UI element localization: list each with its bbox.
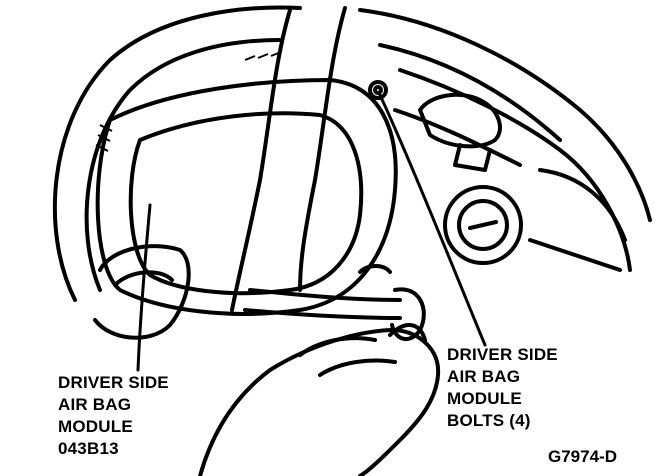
bolt-hole-top: [368, 80, 388, 100]
wheel-rim-top-right-inner: [378, 43, 562, 142]
ignition-key-slot: [468, 220, 498, 230]
figure-id: G7974-D: [548, 447, 617, 466]
wrench-shaft-2: [243, 308, 402, 320]
column-shroud-2: [393, 108, 522, 167]
leader-module: [136, 203, 152, 372]
airbag-module-label-line1: DRIVER SIDE: [58, 373, 169, 392]
wrench-shaft: [248, 288, 402, 302]
airbag-module-label: DRIVER SIDE AIR BAG MODULE 043B13: [58, 372, 169, 460]
dash-line-right-1: [538, 168, 627, 242]
hand-finger-2: [318, 358, 397, 377]
airbag-bolts-label-line4: BOLTS (4): [447, 411, 531, 430]
airbag-module-inner: [128, 111, 364, 296]
ignition-inner: [457, 199, 509, 251]
airbag-module-label-line2: AIR BAG: [58, 395, 132, 414]
stalk-lever: [418, 92, 502, 149]
bolt-hole-lower: [358, 264, 392, 274]
wheel-rim-outer: [52, 5, 302, 302]
wheel-spoke-upper: [230, 8, 292, 312]
hub-lower-left: [93, 244, 191, 340]
hand-finger-1: [298, 336, 377, 357]
hand-thumb: [388, 323, 427, 342]
leader-bolts: [378, 93, 487, 347]
airbag-bolts-label: DRIVER SIDE AIR BAG MODULE BOLTS (4): [447, 344, 558, 432]
airbag-module-outline: [95, 78, 398, 316]
ignition-outer: [443, 185, 523, 265]
airbag-bolts-label-line1: DRIVER SIDE: [447, 345, 558, 364]
stalk-mount: [453, 143, 492, 172]
airbag-bolts-label-line2: AIR BAG: [447, 367, 521, 386]
bolt-hole-top-center: [373, 85, 383, 95]
texture-left: [95, 124, 113, 152]
wheel-rim-top-right: [358, 8, 652, 222]
wheel-rim-inner: [84, 38, 282, 292]
hand-outline: [198, 328, 441, 476]
airbag-bolts-label-line3: MODULE: [447, 389, 522, 408]
texture-top: [244, 51, 282, 61]
wheel-spoke-upper-2: [298, 6, 347, 292]
airbag-module-label-line4: 043B13: [58, 439, 119, 458]
airbag-module-label-line3: MODULE: [58, 417, 133, 436]
dash-line-right-2: [528, 238, 622, 272]
